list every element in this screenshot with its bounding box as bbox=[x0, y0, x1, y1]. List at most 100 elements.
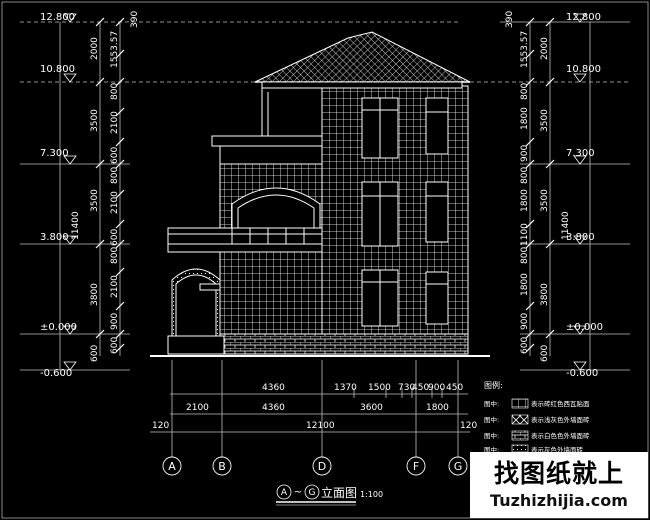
left-elevation-markers bbox=[63, 13, 77, 371]
right-elev-4: 3.800 bbox=[566, 232, 595, 243]
drawing-title: A ~ G 立面图 1:100 bbox=[276, 484, 383, 506]
hdim-row2-4: 1800 bbox=[426, 403, 449, 413]
left-outer-dim-6: 600 bbox=[90, 345, 100, 362]
right-inner-dim-7: 900 bbox=[520, 145, 530, 162]
right-outer-dim-3: 11400 bbox=[561, 211, 571, 240]
window-1f-right bbox=[425, 271, 449, 325]
hdim-row1-6: 900 bbox=[428, 383, 445, 393]
window-3f-right bbox=[425, 97, 449, 155]
hdim-row1-3: 1500 bbox=[368, 383, 391, 393]
terrace-slab bbox=[211, 135, 323, 147]
left-dimension-chain bbox=[20, 17, 460, 371]
title-text: 立面图 bbox=[321, 485, 357, 500]
right-dimension-chain bbox=[470, 17, 630, 371]
base-plinth bbox=[219, 333, 469, 355]
legend-swatch-3 bbox=[511, 430, 529, 441]
left-outer-dim-5: 3800 bbox=[90, 283, 100, 306]
hdim-row3-total: 12100 bbox=[306, 421, 335, 431]
left-inner-dim-16: 600 bbox=[110, 337, 120, 354]
axis-label-4: F bbox=[413, 460, 419, 473]
left-inner-dim-11: 600 bbox=[110, 229, 120, 246]
right-inner-dim-2: 1553.57 bbox=[520, 31, 530, 68]
right-elevation-markers bbox=[573, 13, 587, 371]
legend: 图例: 图中: 表示砖红色西瓦贴面 图中: 表示浅灰色外墙面砖 图中: 表示白色… bbox=[484, 380, 590, 454]
title-tilde: ~ bbox=[294, 487, 302, 498]
legend-swatch-2 bbox=[511, 414, 529, 425]
right-inner-dim-4: 800 bbox=[520, 83, 530, 100]
legend-text-4: 表示灰色外墙面砖 bbox=[531, 445, 584, 454]
legend-text-1: 表示砖红色西瓦贴面 bbox=[531, 399, 590, 408]
left-inner-dim-14: 2100 bbox=[110, 275, 120, 298]
watermark-cn: 找图纸就上 bbox=[493, 459, 624, 488]
main-roof bbox=[254, 31, 471, 83]
left-inner-dim-12: 800 bbox=[110, 247, 120, 264]
right-outer-dim-6: 600 bbox=[540, 345, 550, 362]
right-elev-1: 12.800 bbox=[566, 12, 601, 23]
axis-label-3: D bbox=[318, 460, 326, 473]
left-elev-2: 10.800 bbox=[40, 64, 75, 75]
building bbox=[150, 31, 490, 357]
left-inner-dim-10: 2100 bbox=[110, 191, 120, 214]
left-elev-5: ±0.000 bbox=[40, 322, 77, 333]
hdim-row1-1: 4360 bbox=[262, 383, 285, 393]
right-elev-5: ±0.000 bbox=[566, 322, 603, 333]
legend-swatch-1 bbox=[511, 398, 529, 409]
legend-title: 图例: bbox=[484, 380, 503, 390]
left-elev-3: 7.300 bbox=[40, 148, 69, 159]
axis-label-2: B bbox=[218, 460, 226, 473]
axis-label-1: A bbox=[168, 460, 176, 473]
right-elev-3: 7.300 bbox=[566, 148, 595, 159]
right-inner-dim-13: 1800 bbox=[520, 273, 530, 296]
right-outer-dim-5: 3800 bbox=[540, 283, 550, 306]
legend-text-2: 表示浅灰色外墙面砖 bbox=[531, 415, 590, 424]
legend-prefix-1: 图中: bbox=[484, 399, 499, 408]
left-elev-1: 12.800 bbox=[40, 12, 75, 23]
hdim-row3-left: 120 bbox=[152, 421, 169, 431]
legend-text-3: 表示白色色外墙面砖 bbox=[531, 431, 590, 440]
right-inner-dim-11: 1100 bbox=[520, 223, 530, 246]
watermark-url: Tuzhizhijia.com bbox=[490, 491, 628, 510]
hdim-row1-5: 450 bbox=[412, 383, 429, 393]
legend-prefix-3: 图中: bbox=[484, 431, 499, 440]
axis-label-5: G bbox=[454, 460, 463, 473]
right-elev-6: -0.600 bbox=[566, 368, 598, 379]
left-inner-dim-4: 800 bbox=[110, 83, 120, 100]
horizontal-dimension-chain bbox=[150, 360, 470, 460]
title-axis-g: G bbox=[309, 488, 316, 498]
upper-left-block bbox=[261, 87, 323, 137]
right-outer-dim-4: 3500 bbox=[540, 189, 550, 212]
left-inner-dim-7: 600 bbox=[110, 147, 120, 164]
left-inner-dim-1: 390 bbox=[130, 11, 140, 28]
legend-prefix-4: 图中: bbox=[484, 445, 499, 454]
watermark-box: 找图纸就上 Tuzhizhijia.com bbox=[470, 452, 648, 518]
legend-swatch-4 bbox=[511, 444, 529, 453]
left-elev-4: 3.800 bbox=[40, 232, 69, 243]
left-elev-6: -0.600 bbox=[40, 368, 72, 379]
axis-bubbles bbox=[162, 456, 468, 476]
left-outer-dim-3: 11400 bbox=[71, 211, 81, 240]
right-inner-dim-8: 800 bbox=[520, 167, 530, 184]
hdim-row2-2: 4360 bbox=[262, 403, 285, 413]
right-elev-2: 10.800 bbox=[566, 64, 601, 75]
hdim-row2-1: 2100 bbox=[186, 403, 209, 413]
window-2f-right bbox=[425, 181, 449, 243]
right-outer-dim-1: 2000 bbox=[540, 37, 550, 60]
right-inner-dim-9: 1800 bbox=[520, 189, 530, 212]
right-inner-dim-16: 600 bbox=[520, 337, 530, 354]
right-inner-dim-15: 900 bbox=[520, 313, 530, 330]
left-outer-dim-2: 3500 bbox=[90, 109, 100, 132]
hdim-row1-4: 730 bbox=[398, 383, 415, 393]
hdim-row3-right: 120 bbox=[460, 421, 477, 431]
left-inner-dim-6: 2100 bbox=[110, 111, 120, 134]
right-outer-dim-2: 3500 bbox=[540, 109, 550, 132]
hdim-row1-7: 450 bbox=[446, 383, 463, 393]
left-inner-dim-8: 800 bbox=[110, 167, 120, 184]
title-axis-a: A bbox=[281, 488, 288, 498]
right-inner-dim-12: 800 bbox=[520, 247, 530, 264]
left-inner-dim-15: 900 bbox=[110, 313, 120, 330]
balcony-rail bbox=[167, 227, 323, 245]
legend-prefix-2: 图中: bbox=[484, 415, 499, 424]
hdim-row2-3: 3600 bbox=[360, 403, 383, 413]
